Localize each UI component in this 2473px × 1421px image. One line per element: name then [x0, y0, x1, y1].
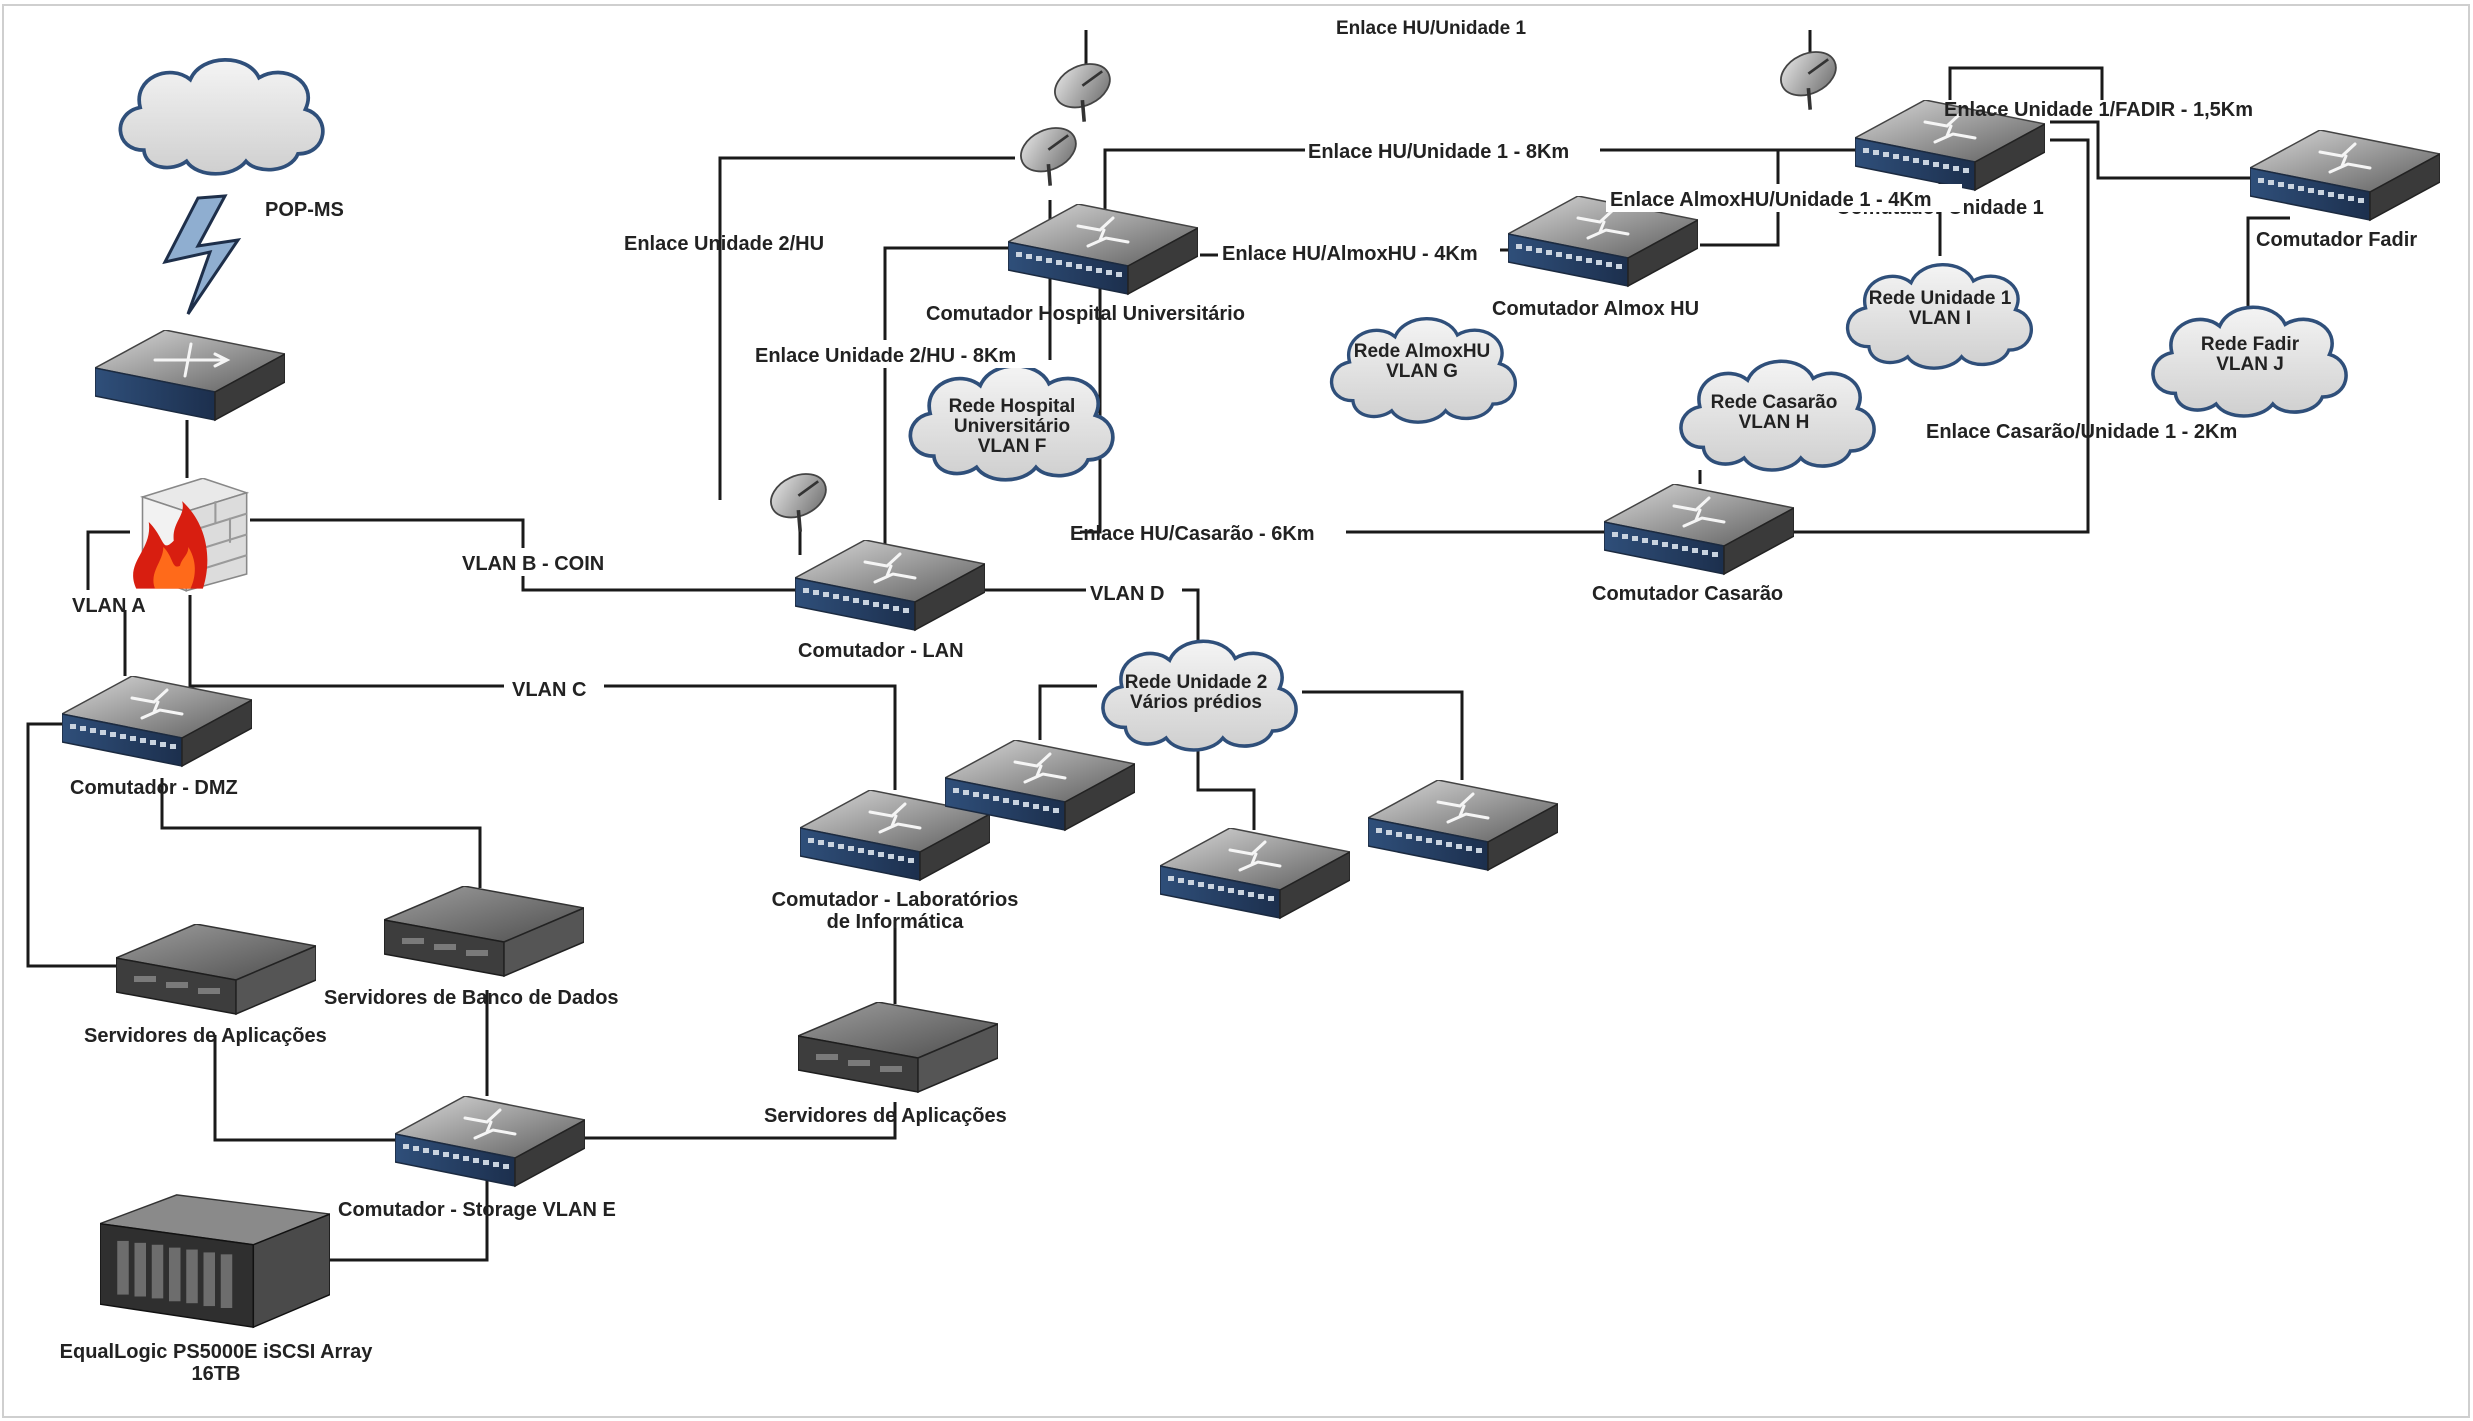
cloud-casarao-line1: Rede Casarão	[1711, 392, 1838, 413]
cloud-unidade2-line1: Rede Unidade 2	[1125, 672, 1268, 693]
switch-unidade2-b-icon	[1160, 828, 1350, 920]
vlan-c-label: VLAN C	[512, 679, 586, 701]
link-hu-unidade1-top-label: Enlace HU/Unidade 1	[1336, 18, 1526, 39]
cloud-almox-line1: Rede AlmoxHU	[1354, 341, 1491, 362]
link-u2-hu-label: Enlace Unidade 2/HU	[624, 233, 824, 255]
vlan-a-label: VLAN A	[72, 595, 146, 617]
switch-storage-label: Comutador - Storage VLAN E	[338, 1199, 616, 1221]
cloud-hu-line1: Rede Hospital	[949, 396, 1076, 417]
cloud-unidade1-line1: Rede Unidade 1	[1869, 288, 2012, 309]
switch-labs-label-1: Comutador - Laboratórios	[772, 889, 1019, 911]
vlan-d-label: VLAN D	[1090, 583, 1164, 605]
link-hu-u1-8km-label: Enlace HU/Unidade 1 - 8Km	[1308, 141, 1569, 163]
satellite-dish-icon	[766, 470, 835, 534]
pop-ms-label: POP-MS	[265, 199, 344, 221]
switch-dmz-label: Comutador - DMZ	[70, 777, 238, 799]
link-hu-casarao-label: Enlace HU/Casarão - 6Km	[1070, 523, 1315, 545]
cloud-fadir-line1: Rede Fadir	[2201, 334, 2300, 355]
switch-hu-icon	[1008, 204, 1198, 296]
lightning-bolt-icon	[162, 194, 242, 315]
cloud-almox-line2: VLAN G	[1386, 361, 1458, 382]
switch-lan-icon	[795, 540, 985, 632]
connection-lines	[26, 30, 2290, 1262]
link-u1-fadir-label: Enlace Unidade 1/FADIR - 1,5Km	[1944, 99, 2253, 121]
switch-hu-label: Comutador Hospital Universitário	[926, 303, 1245, 325]
pop-ms-cloud	[118, 57, 325, 176]
cloud-unidade2-line2: Vários prédios	[1130, 692, 1262, 713]
storage-array-label-2: 16TB	[192, 1363, 241, 1385]
cloud-fadir-line2: VLAN J	[2216, 354, 2284, 375]
switch-dmz-icon	[62, 676, 252, 768]
cloud-casarao-line2: VLAN H	[1739, 412, 1810, 433]
link-almox-u1-label: Enlace AlmoxHU/Unidade 1 - 4Km	[1610, 189, 1932, 211]
switch-storage-icon	[395, 1096, 585, 1188]
app-servers-dmz-label: Servidores de Aplicações	[84, 1025, 327, 1047]
switch-almox-label: Comutador Almox HU	[1492, 298, 1699, 320]
link-casarao-u1-label: Enlace Casarão/Unidade 1 - 2Km	[1926, 421, 2237, 443]
link-hu-almox-label: Enlace HU/AlmoxHU - 4Km	[1222, 243, 1478, 265]
db-servers-label: Servidores de Banco de Dados	[324, 987, 619, 1009]
link-u2-hu-8km-label: Enlace Unidade 2/HU - 8Km	[755, 345, 1016, 367]
vlan-b-label: VLAN B - COIN	[462, 553, 604, 575]
cloud-unidade1-line2: VLAN I	[1909, 308, 1971, 329]
storage-array-icon	[100, 1194, 330, 1328]
switch-casarao-label: Comutador Casarão	[1592, 583, 1783, 605]
cloud-hu-line2: Universitário	[954, 416, 1070, 437]
switch-labs-label-2: de Informática	[827, 911, 965, 933]
router-icon	[95, 330, 285, 422]
app-servers-labs-label: Servidores de Aplicações	[764, 1105, 1007, 1127]
satellite-dish-hu-icon	[1016, 124, 1085, 188]
satellite-dish-hu-top-icon	[1050, 60, 1119, 124]
satellite-dish-unidade1-icon	[1776, 48, 1845, 112]
cloud-hu-line3: VLAN F	[978, 436, 1047, 457]
db-servers-icon	[384, 886, 584, 977]
storage-array-label-1: EqualLogic PS5000E iSCSI Array	[60, 1341, 374, 1363]
app-servers-labs-icon	[798, 1002, 998, 1093]
switch-fadir-label: Comutador Fadir	[2256, 229, 2417, 251]
app-servers-dmz-icon	[116, 924, 316, 1015]
switch-fadir-icon	[2250, 130, 2440, 222]
page-frame	[2, 4, 2470, 1418]
firewall-icon	[132, 478, 248, 592]
switch-casarao-icon	[1604, 484, 1794, 576]
switch-unidade2-c-icon	[1368, 780, 1558, 872]
switch-lan-label: Comutador - LAN	[798, 640, 964, 662]
